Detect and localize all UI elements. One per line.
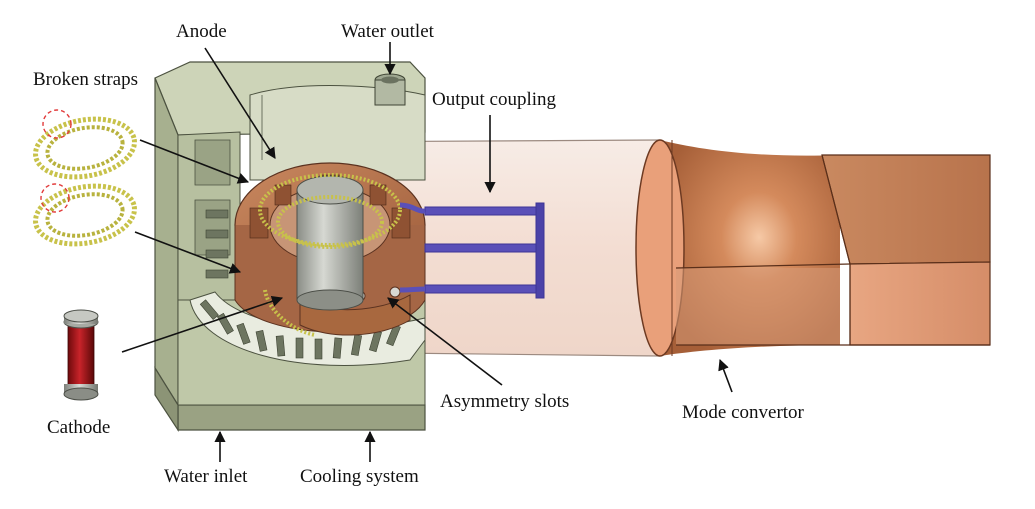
arrow-mode-convertor: [718, 358, 733, 393]
label-broken-straps: Broken straps: [33, 69, 139, 90]
label-cooling-system: Cooling system: [300, 466, 419, 487]
arrow-broken-straps-lower: [134, 231, 242, 274]
mode-convertor: [635, 139, 991, 357]
broken-straps-illustration: [33, 109, 137, 247]
label-mode-convertor: Mode convertor: [682, 402, 804, 423]
label-water-inlet: Water inlet: [164, 466, 248, 487]
label-asymmetry-slots: Asymmetry slots: [440, 391, 570, 412]
arrow-cathode: [121, 295, 284, 353]
anode-straps: [258, 173, 402, 249]
output-coupling: [399, 202, 545, 299]
arrow-broken-straps-upper: [139, 139, 250, 184]
highlight-circle-upper: [42, 109, 72, 139]
label-water-outlet: Water outlet: [341, 21, 434, 42]
cathode-illustration: [63, 309, 99, 401]
highlight-circle-lower: [40, 183, 70, 213]
arrow-asymmetry-slots: [387, 297, 503, 386]
label-cathode: Cathode: [47, 417, 111, 438]
arrow-anode: [204, 47, 276, 159]
anode-straps-lower: [263, 289, 316, 337]
label-output-coupling: Output coupling: [432, 89, 557, 110]
leader-arrows: [121, 42, 733, 462]
label-anode: Anode: [176, 21, 227, 42]
